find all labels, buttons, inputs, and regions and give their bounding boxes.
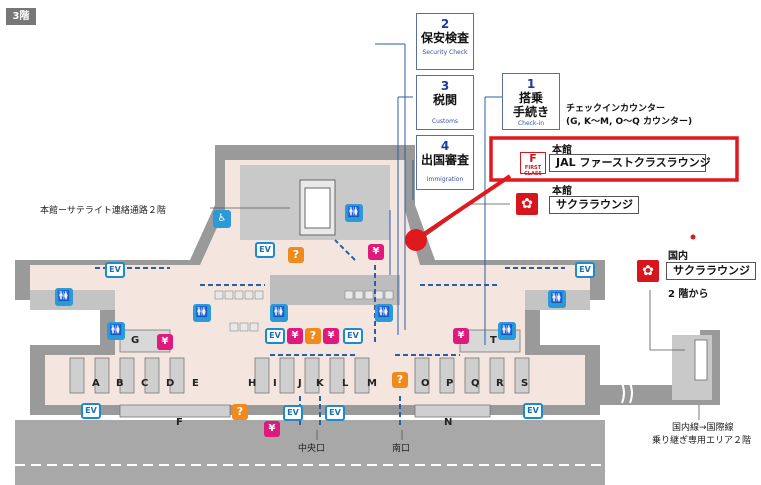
south-exit-label: 南口 xyxy=(392,444,411,454)
security-label-en: Security Check xyxy=(422,49,468,56)
domestic-lounge-building: 国内 xyxy=(668,251,688,262)
transfer-label-line1: 国内線→国際線 xyxy=(672,423,734,433)
gate-letter-q: Q xyxy=(471,378,480,389)
process-lines xyxy=(375,43,502,345)
immigration-box: 4 出国審査 Immigration xyxy=(416,135,474,190)
immigration-label-en: Immigration xyxy=(426,176,464,183)
gate-letter-n: N xyxy=(444,417,453,428)
customs-label-en: Customs xyxy=(431,118,459,125)
customs-number: 3 xyxy=(440,79,450,93)
gate-letter-r: R xyxy=(496,378,504,389)
elevator-icon: EV xyxy=(325,405,345,421)
information-icon: ? xyxy=(392,372,408,388)
counter-islands xyxy=(69,357,530,418)
gate-letter-o: O xyxy=(421,378,430,389)
restroom-icon: 🚻 xyxy=(498,322,516,340)
elevator-icon: EV xyxy=(523,403,543,419)
gate-letter-d: D xyxy=(166,378,175,389)
restroom-icon: 🚻 xyxy=(193,304,211,322)
satellite-link-label: 本館ーサテライト連絡通路２階 xyxy=(40,206,166,216)
restroom-icon: 🚻 xyxy=(55,288,73,306)
gate-letter-i: I xyxy=(273,378,277,389)
gate-letter-e: E xyxy=(192,378,199,389)
floor-badge: 3階 xyxy=(6,8,36,25)
information-icon: ? xyxy=(288,247,304,263)
checkin-number: 1 xyxy=(526,77,536,91)
highlight-pointer xyxy=(416,174,512,240)
gate-letter-p: P xyxy=(446,378,454,389)
checkin-box: 1 搭乗 手続き Check-in xyxy=(502,73,560,130)
gate-letter-s: S xyxy=(521,378,529,389)
customs-box: 3 税関 Customs xyxy=(416,75,474,130)
elevator-icon: EV xyxy=(575,262,595,278)
currency-exchange-icon: ¥ xyxy=(323,328,339,344)
gate-letter-a: A xyxy=(92,378,100,389)
information-icon: ? xyxy=(305,328,321,344)
elevator-icon: EV xyxy=(283,405,303,421)
restroom-icon: 🚻 xyxy=(107,322,125,340)
currency-exchange-icon: ¥ xyxy=(368,244,384,260)
domestic-lounge-floor-note: 2 階から xyxy=(668,289,709,300)
immigration-number: 4 xyxy=(440,139,450,153)
central-exit-label: 中央口 xyxy=(298,444,326,454)
road xyxy=(15,420,605,485)
currency-exchange-icon: ¥ xyxy=(287,328,303,344)
domestic-sakura-logo-icon: ✿ xyxy=(637,260,659,282)
restroom-icon: ♿ xyxy=(213,210,231,228)
sakura-lounge-logo-icon: ✿ xyxy=(516,193,538,215)
elevator-icon: EV xyxy=(255,242,275,258)
elevator-icon: EV xyxy=(81,403,101,419)
domestic-sakura-lounge-label[interactable]: サクララウンジ xyxy=(666,262,756,280)
sakura-lounge-building: 本館 xyxy=(552,186,572,197)
sakura-lounge-label[interactable]: サクララウンジ xyxy=(549,196,639,214)
elevator-icon: EV xyxy=(265,328,285,344)
jal-first-lounge-label[interactable]: JAL ファーストクラスラウンジ xyxy=(549,154,711,172)
checkin-label-line2: 手続き xyxy=(512,105,549,119)
restroom-icon: 🚻 xyxy=(270,304,288,322)
information-icon: ? xyxy=(232,404,248,420)
jal-lounge-highlight-frame xyxy=(489,136,739,182)
jal-lounge-building: 本館 xyxy=(552,145,572,156)
elevator-icon: EV xyxy=(343,328,363,344)
jal-lounge-location-marker xyxy=(405,229,427,251)
gate-letter-m: M xyxy=(367,378,377,389)
immigration-label: 出国審査 xyxy=(420,153,469,167)
transfer-label-line2: 乗り継ぎ専用エリア２階 xyxy=(652,436,752,446)
gate-letter-b: B xyxy=(116,378,124,389)
gate-letter-c: C xyxy=(141,378,149,389)
gate-letter-l: L xyxy=(342,378,349,389)
restroom-icon: 🚻 xyxy=(375,304,393,322)
restroom-icon: 🚻 xyxy=(548,290,566,308)
checkin-label-en: Check-in xyxy=(517,120,545,127)
restroom-icon: 🚻 xyxy=(345,204,363,222)
gate-letter-t: T xyxy=(490,335,497,346)
gate-letter-h: H xyxy=(248,378,257,389)
checkin-note-line2: (G, K〜M, O〜Q カウンター) xyxy=(566,117,693,127)
checkin-note-line1: チェックインカウンター xyxy=(566,104,666,114)
security-number: 2 xyxy=(440,17,450,31)
checkin-label-line1: 搭乗 xyxy=(518,91,543,105)
currency-exchange-icon: ¥ xyxy=(264,421,280,437)
currency-exchange-icon: ¥ xyxy=(157,334,173,350)
gate-letter-j: J xyxy=(298,378,302,389)
gate-letter-f: F xyxy=(176,417,183,428)
gate-letter-g: G xyxy=(131,335,140,346)
gate-letter-k: K xyxy=(316,378,324,389)
customs-label: 税関 xyxy=(432,93,457,107)
currency-exchange-icon: ¥ xyxy=(453,328,469,344)
elevator-icon: EV xyxy=(105,262,125,278)
security-check-box: 2 保安検査 Security Check xyxy=(416,13,474,70)
security-label: 保安検査 xyxy=(420,31,469,45)
